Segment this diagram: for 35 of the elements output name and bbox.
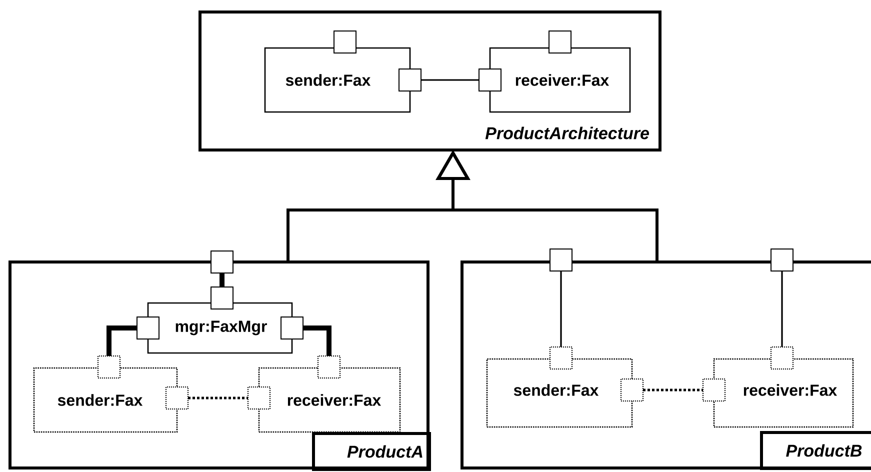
name-tab: ProductA (312, 432, 431, 471)
port-square (550, 346, 572, 370)
connector (106, 326, 137, 356)
port-square (770, 346, 794, 370)
port-square (620, 378, 644, 402)
port-square (210, 250, 234, 274)
name-tab: ProductB (760, 431, 871, 470)
port-square (136, 316, 160, 340)
part-box: mgr:FaxMgr (147, 302, 293, 354)
part-box: sender:Fax (33, 367, 178, 433)
port-square (550, 248, 572, 272)
connector (560, 271, 562, 347)
port-square (166, 386, 188, 410)
part-box: sender:Fax (486, 358, 633, 428)
port-square (770, 248, 794, 272)
port-square (210, 286, 234, 310)
port-square (98, 356, 120, 378)
port-square (702, 378, 726, 402)
port-square (318, 356, 340, 378)
port-square (478, 68, 502, 92)
connector (188, 396, 248, 400)
part-box: receiver:Fax (713, 358, 854, 428)
connector (781, 271, 783, 347)
port-square (280, 316, 304, 340)
port-square (398, 68, 422, 92)
connector (303, 326, 332, 356)
port-square (334, 30, 356, 54)
part-box: receiver:Fax (258, 367, 401, 433)
part-box: receiver:Fax (489, 47, 631, 113)
port-square (248, 386, 270, 410)
port-square (548, 30, 572, 54)
connector (220, 273, 224, 287)
connector (643, 388, 703, 392)
part-box: sender:Fax (264, 47, 411, 113)
connector (421, 79, 479, 81)
